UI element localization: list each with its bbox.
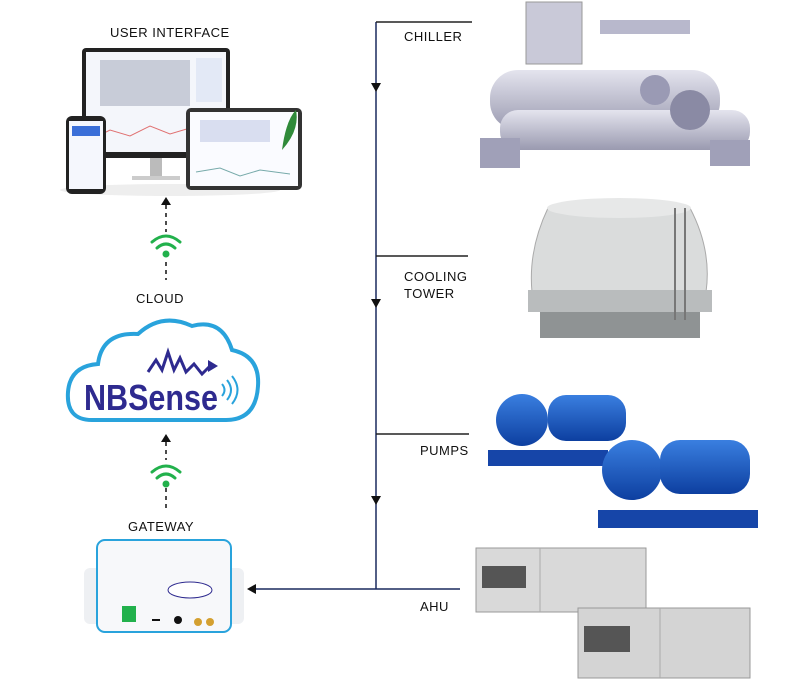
cooling-tower-image: [528, 198, 712, 338]
user-interface-label: USER INTERFACE: [110, 25, 230, 40]
pumps-image: [488, 394, 758, 528]
cloud-label: CLOUD: [136, 291, 185, 306]
ahu-label: AHU: [420, 599, 449, 614]
arrow-down-icon: [371, 299, 381, 308]
arrow-up-icon: [161, 434, 171, 442]
data-flow-lines: [252, 21, 472, 590]
ahu-image: [475, 547, 751, 679]
pumps-label: PUMPS: [420, 443, 469, 458]
gateway-label: GATEWAY: [128, 519, 195, 534]
cooling-tower-label-line1: COOLING: [404, 269, 468, 284]
svg-text:NBSense: NBSense: [84, 377, 218, 418]
arrow-down-icon: [371, 496, 381, 505]
chiller-label: CHILLER: [404, 29, 463, 44]
cooling-tower-label-line2: TOWER: [404, 286, 455, 301]
wifi-icon: [150, 464, 182, 488]
nbsense-cloud-logo: NBSense: [65, 318, 261, 422]
user-interface-devices-image: [60, 48, 302, 196]
arrow-down-icon: [371, 83, 381, 92]
arrow-left-icon: [247, 584, 256, 594]
arrow-up-icon: [161, 197, 171, 205]
wifi-icon: [150, 234, 182, 258]
chiller-image: [480, 1, 750, 168]
gateway-device-image: [84, 539, 244, 633]
